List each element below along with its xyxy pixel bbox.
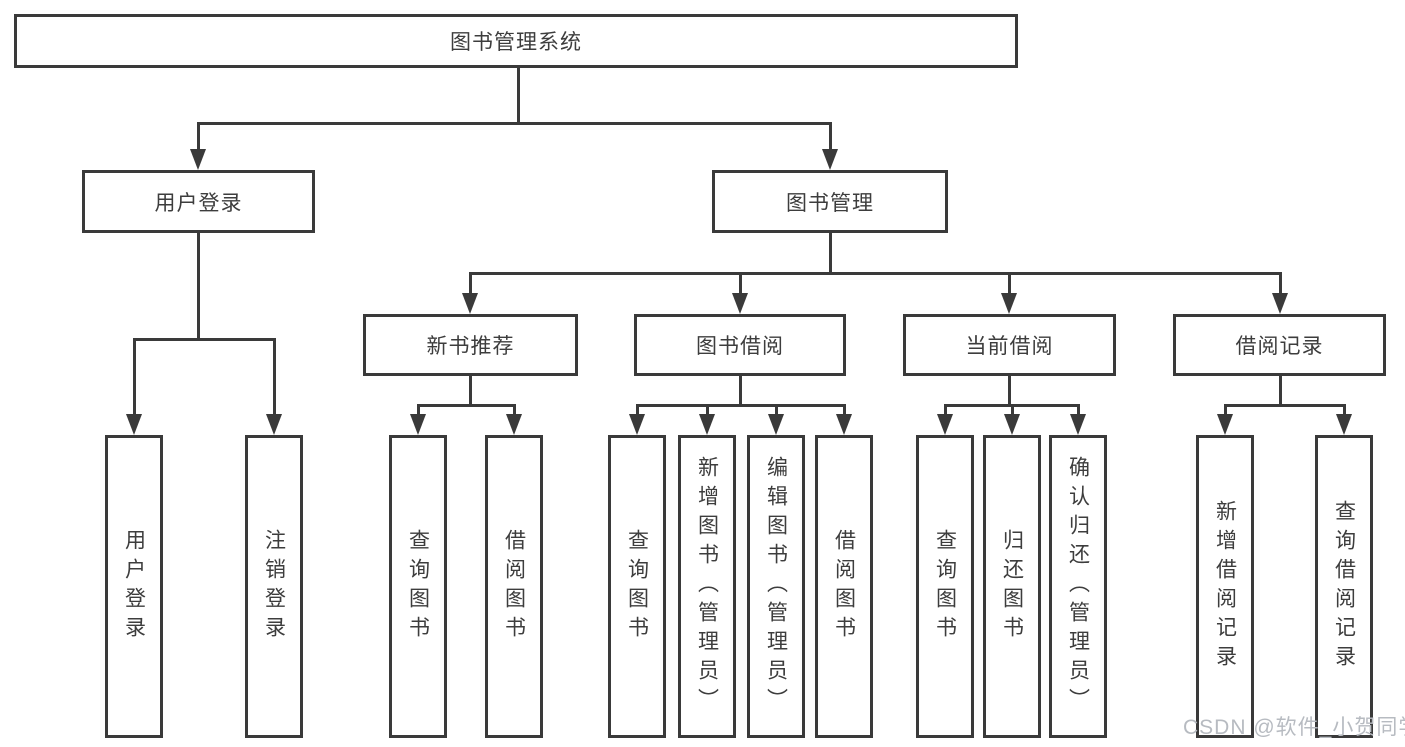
- connector-line-horizontal: [196, 121, 832, 125]
- connector-line-vertical: [1278, 376, 1282, 405]
- node-leaf-query-book-current: 查询图书: [916, 435, 974, 738]
- node-leaf-add-borrow-record: 新增借阅记录: [1196, 435, 1254, 738]
- connector-line-vertical: [512, 405, 516, 418]
- connector-line-vertical: [738, 273, 742, 296]
- connector-line-vertical: [842, 405, 846, 418]
- connector-line-horizontal: [1223, 403, 1346, 407]
- node-current-borrow: 当前借阅: [903, 314, 1116, 376]
- connector-line-horizontal: [132, 337, 276, 341]
- node-book-borrow: 图书借阅: [634, 314, 846, 376]
- arrow-down-icon: [1272, 293, 1288, 314]
- connector-line-vertical: [774, 405, 778, 418]
- connector-line-vertical: [1007, 376, 1011, 405]
- node-leaf-query-book-borrow: 查询图书: [608, 435, 666, 738]
- connector-line-vertical: [705, 405, 709, 418]
- arrow-down-icon: [629, 414, 645, 435]
- arrow-down-icon: [266, 414, 282, 435]
- arrow-down-icon: [768, 414, 784, 435]
- connector-line-horizontal: [943, 403, 1080, 407]
- arrow-down-icon: [1336, 414, 1352, 435]
- arrow-down-icon: [937, 414, 953, 435]
- node-leaf-add-book-admin: 新增图书（管理员）: [678, 435, 736, 738]
- arrow-down-icon: [462, 293, 478, 314]
- connector-line-vertical: [196, 233, 200, 339]
- connector-line-vertical: [1342, 405, 1346, 418]
- connector-line-vertical: [1076, 405, 1080, 418]
- node-leaf-borrow-book-recommend: 借阅图书: [485, 435, 543, 738]
- node-leaf-query-book-recommend: 查询图书: [389, 435, 447, 738]
- connector-line-vertical: [132, 339, 136, 418]
- node-borrow-record: 借阅记录: [1173, 314, 1386, 376]
- arrow-down-icon: [732, 293, 748, 314]
- connector-line-vertical: [1010, 405, 1014, 418]
- arrow-down-icon: [836, 414, 852, 435]
- connector-line-vertical: [635, 405, 639, 418]
- connector-line-vertical: [828, 233, 832, 273]
- connector-line-vertical: [416, 405, 420, 418]
- node-new-book-recommend: 新书推荐: [363, 314, 578, 376]
- connector-line-vertical: [1223, 405, 1227, 418]
- node-leaf-logout: 注销登录: [245, 435, 303, 738]
- connector-line-vertical: [272, 339, 276, 418]
- arrow-down-icon: [410, 414, 426, 435]
- arrow-down-icon: [190, 149, 206, 170]
- connector-line-horizontal: [416, 403, 516, 407]
- connector-line-horizontal: [635, 403, 846, 407]
- connector-line-vertical: [738, 376, 742, 405]
- node-leaf-confirm-return-admin: 确认归还（管理员）: [1049, 435, 1107, 738]
- connector-line-vertical: [468, 376, 472, 405]
- node-leaf-user-login: 用户登录: [105, 435, 163, 738]
- connector-line-vertical: [516, 66, 520, 123]
- arrow-down-icon: [1001, 293, 1017, 314]
- node-leaf-query-borrow-record: 查询借阅记录: [1315, 435, 1373, 738]
- node-leaf-borrow-book: 借阅图书: [815, 435, 873, 738]
- arrow-down-icon: [126, 414, 142, 435]
- node-book-management: 图书管理: [712, 170, 948, 233]
- connector-line-horizontal: [468, 271, 1282, 275]
- arrow-down-icon: [1004, 414, 1020, 435]
- connector-line-vertical: [468, 273, 472, 296]
- connector-line-vertical: [1278, 273, 1282, 296]
- arrow-down-icon: [699, 414, 715, 435]
- node-leaf-edit-book-admin: 编辑图书（管理员）: [747, 435, 805, 738]
- node-leaf-return-book: 归还图书: [983, 435, 1041, 738]
- connector-line-vertical: [828, 123, 832, 152]
- connector-line-vertical: [196, 123, 200, 152]
- arrow-down-icon: [1070, 414, 1086, 435]
- node-user-login: 用户登录: [82, 170, 315, 233]
- arrow-down-icon: [506, 414, 522, 435]
- arrow-down-icon: [822, 149, 838, 170]
- arrow-down-icon: [1217, 414, 1233, 435]
- csdn-watermark: CSDN @软件_小贺同学: [1183, 716, 1405, 739]
- connector-line-vertical: [943, 405, 947, 418]
- connector-line-vertical: [1007, 273, 1011, 296]
- node-library-management-system: 图书管理系统: [14, 14, 1018, 68]
